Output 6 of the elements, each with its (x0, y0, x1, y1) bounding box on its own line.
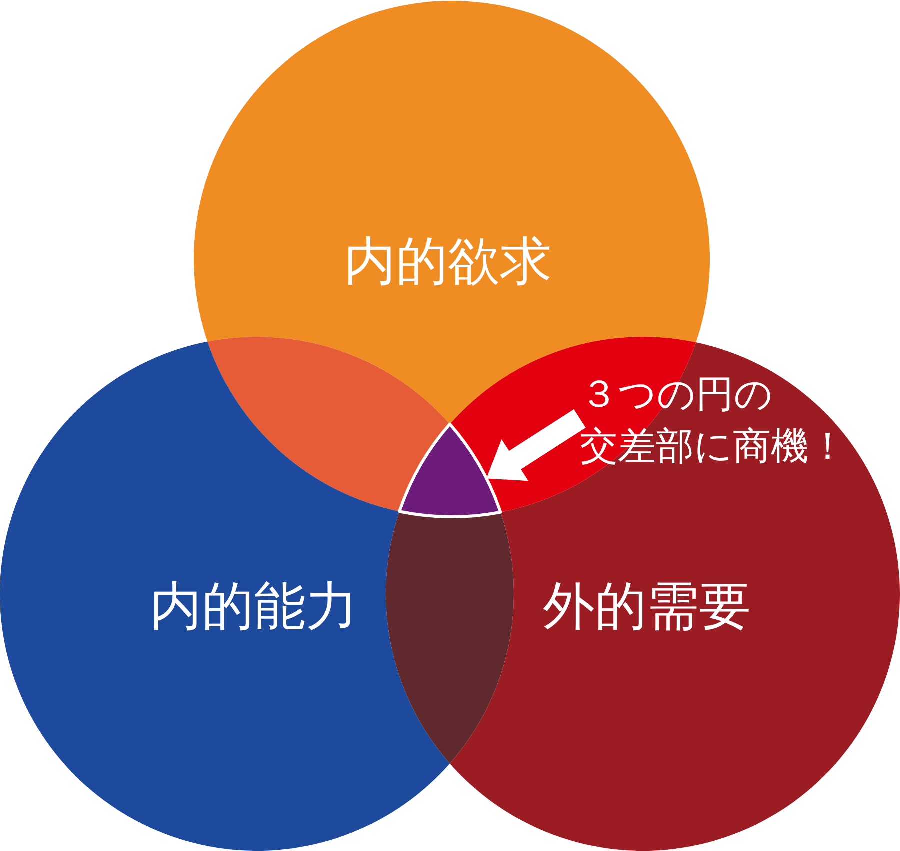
callout-text: ３つの円の交差部に商機！ (580, 369, 850, 472)
circle-label: 内的能力 (150, 576, 358, 638)
circle-label: 内的欲求 (344, 230, 552, 294)
block-arrow (486, 409, 586, 482)
circle-label: 外的需要 (543, 576, 751, 638)
center-overlap-region (398, 422, 502, 518)
